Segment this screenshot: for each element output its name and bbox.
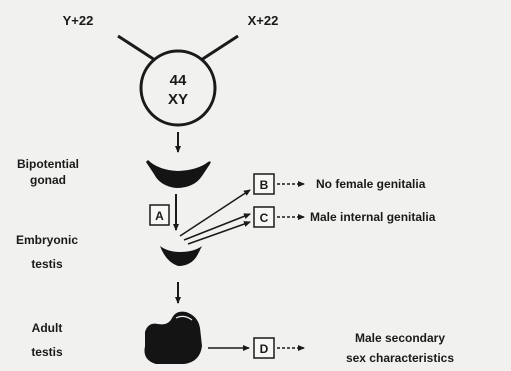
adult-label-line1: Adult <box>32 321 63 335</box>
box-d-label: D <box>260 342 269 356</box>
zygote-number: 44 <box>170 72 187 89</box>
adult-testis-shape <box>144 311 202 364</box>
box-d <box>253 337 275 359</box>
box-b <box>253 173 275 195</box>
embryonic-testis-shape <box>160 246 202 266</box>
adult-label-line2: testis <box>31 345 63 359</box>
bipotential-label-line1: Bipotential <box>17 157 79 171</box>
embryonic-label-line1: Embryonic <box>16 233 78 247</box>
left-parent-label: Y+22 <box>63 13 94 28</box>
outcome-c-text: Male internal genitalia <box>310 210 436 224</box>
arrow-embryonic-to-b <box>179 189 251 237</box>
bipotential-label-line2: gonad <box>30 173 66 187</box>
right-parent-line <box>197 34 239 64</box>
box-a-label: A <box>155 209 164 223</box>
zygote-sex: XY <box>168 91 188 108</box>
outcome-d-line1: Male secondary <box>355 331 445 345</box>
arrow-embryonic-to-c-upper <box>183 213 251 241</box>
adult-testis-highlight <box>175 315 193 321</box>
outcome-b-text: No female genitalia <box>316 177 426 191</box>
left-parent-line <box>117 34 159 64</box>
bipotential-gonad-shape <box>146 160 211 188</box>
box-c <box>253 206 275 228</box>
box-a <box>149 204 170 226</box>
zygote-circle <box>139 49 217 127</box>
outcome-d-line2: sex characteristics <box>346 351 454 365</box>
arrow-embryonic-to-c-lower <box>187 221 251 245</box>
right-parent-label: X+22 <box>248 13 279 28</box>
box-b-label: B <box>260 178 269 192</box>
embryonic-label-line2: testis <box>31 257 63 271</box>
box-c-label: C <box>260 211 269 225</box>
